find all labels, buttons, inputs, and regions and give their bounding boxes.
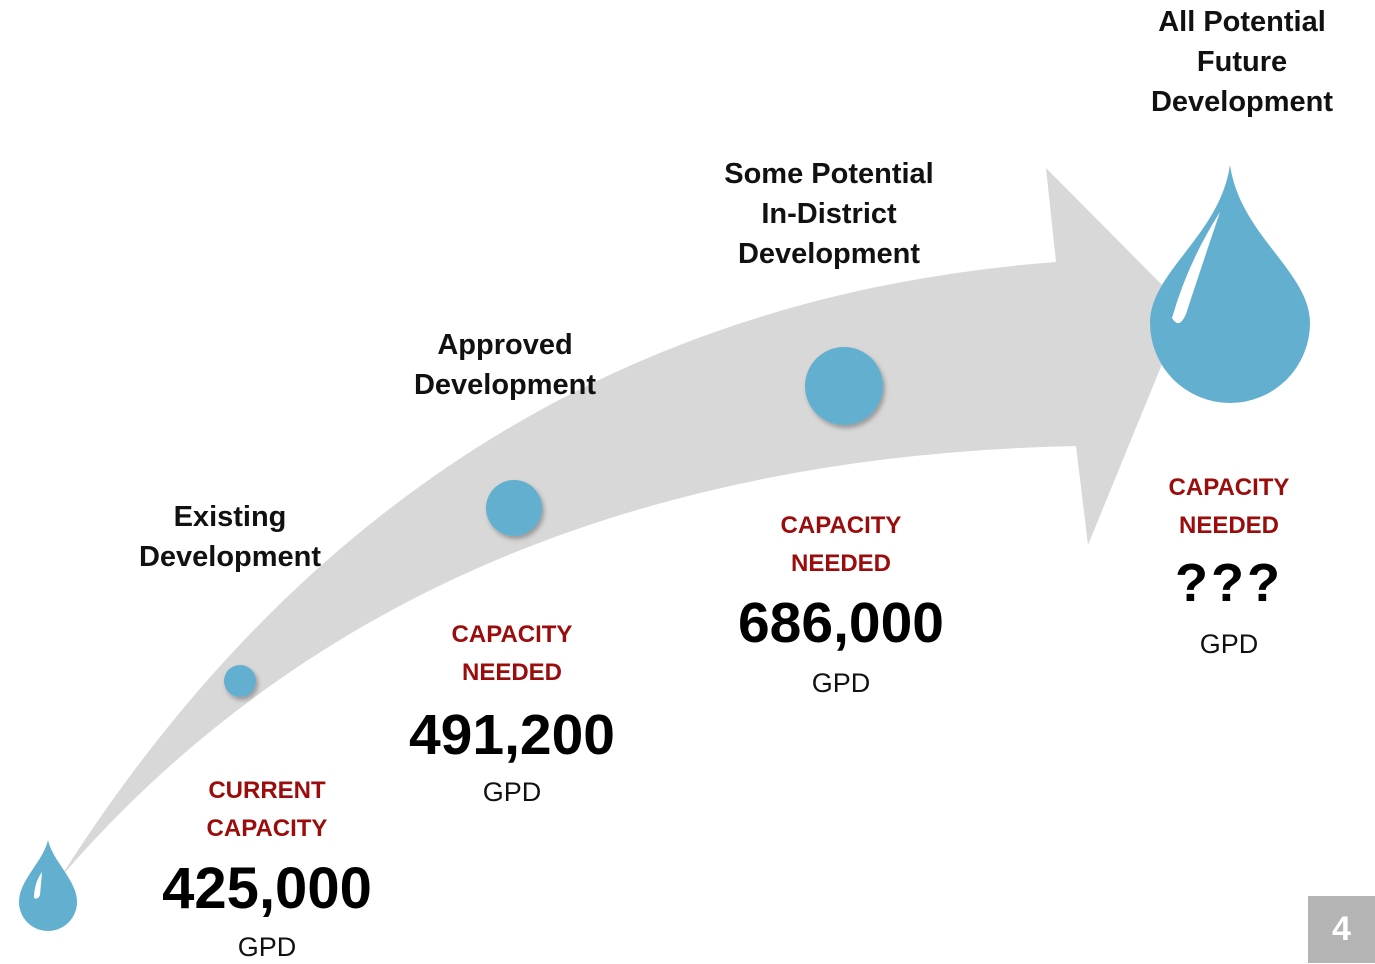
capacity-value-future: ??? — [1175, 553, 1283, 613]
capacity-value-approved: 491,200 — [408, 703, 616, 767]
large-water-drop-icon — [1150, 165, 1310, 403]
capacity-label-approved: CAPACITY NEEDED — [451, 621, 573, 686]
capacity-unit-future: GPD — [1199, 629, 1259, 659]
capacity-label-in-district: CAPACITY NEEDED — [780, 512, 902, 577]
page-number-badge: 4 — [1308, 896, 1375, 963]
growth-arrow — [60, 168, 1185, 878]
capacity-label-future: CAPACITY NEEDED — [1168, 474, 1290, 539]
milestone-dot-in-district — [805, 347, 883, 425]
stage-title-in-district: Some Potential In-District Development — [724, 158, 934, 270]
stage-title-future: All Potential Future Development — [1150, 6, 1334, 118]
milestone-dot-approved — [486, 480, 542, 536]
milestone-dot-existing — [224, 665, 256, 697]
capacity-label-existing: CURRENT CAPACITY — [206, 777, 328, 842]
small-water-drop-icon — [19, 840, 77, 931]
stage-title-existing: Existing Development — [138, 501, 322, 573]
capacity-value-existing: 425,000 — [162, 856, 372, 921]
capacity-unit-in-district: GPD — [811, 668, 871, 698]
large-drop-highlight — [1172, 212, 1220, 324]
capacity-unit-approved: GPD — [482, 777, 542, 807]
small-drop-highlight — [34, 872, 42, 899]
stage-title-approved: Approved Development — [413, 329, 597, 401]
capacity-unit-existing: GPD — [237, 932, 297, 962]
capacity-value-in-district: 686,000 — [737, 591, 945, 655]
